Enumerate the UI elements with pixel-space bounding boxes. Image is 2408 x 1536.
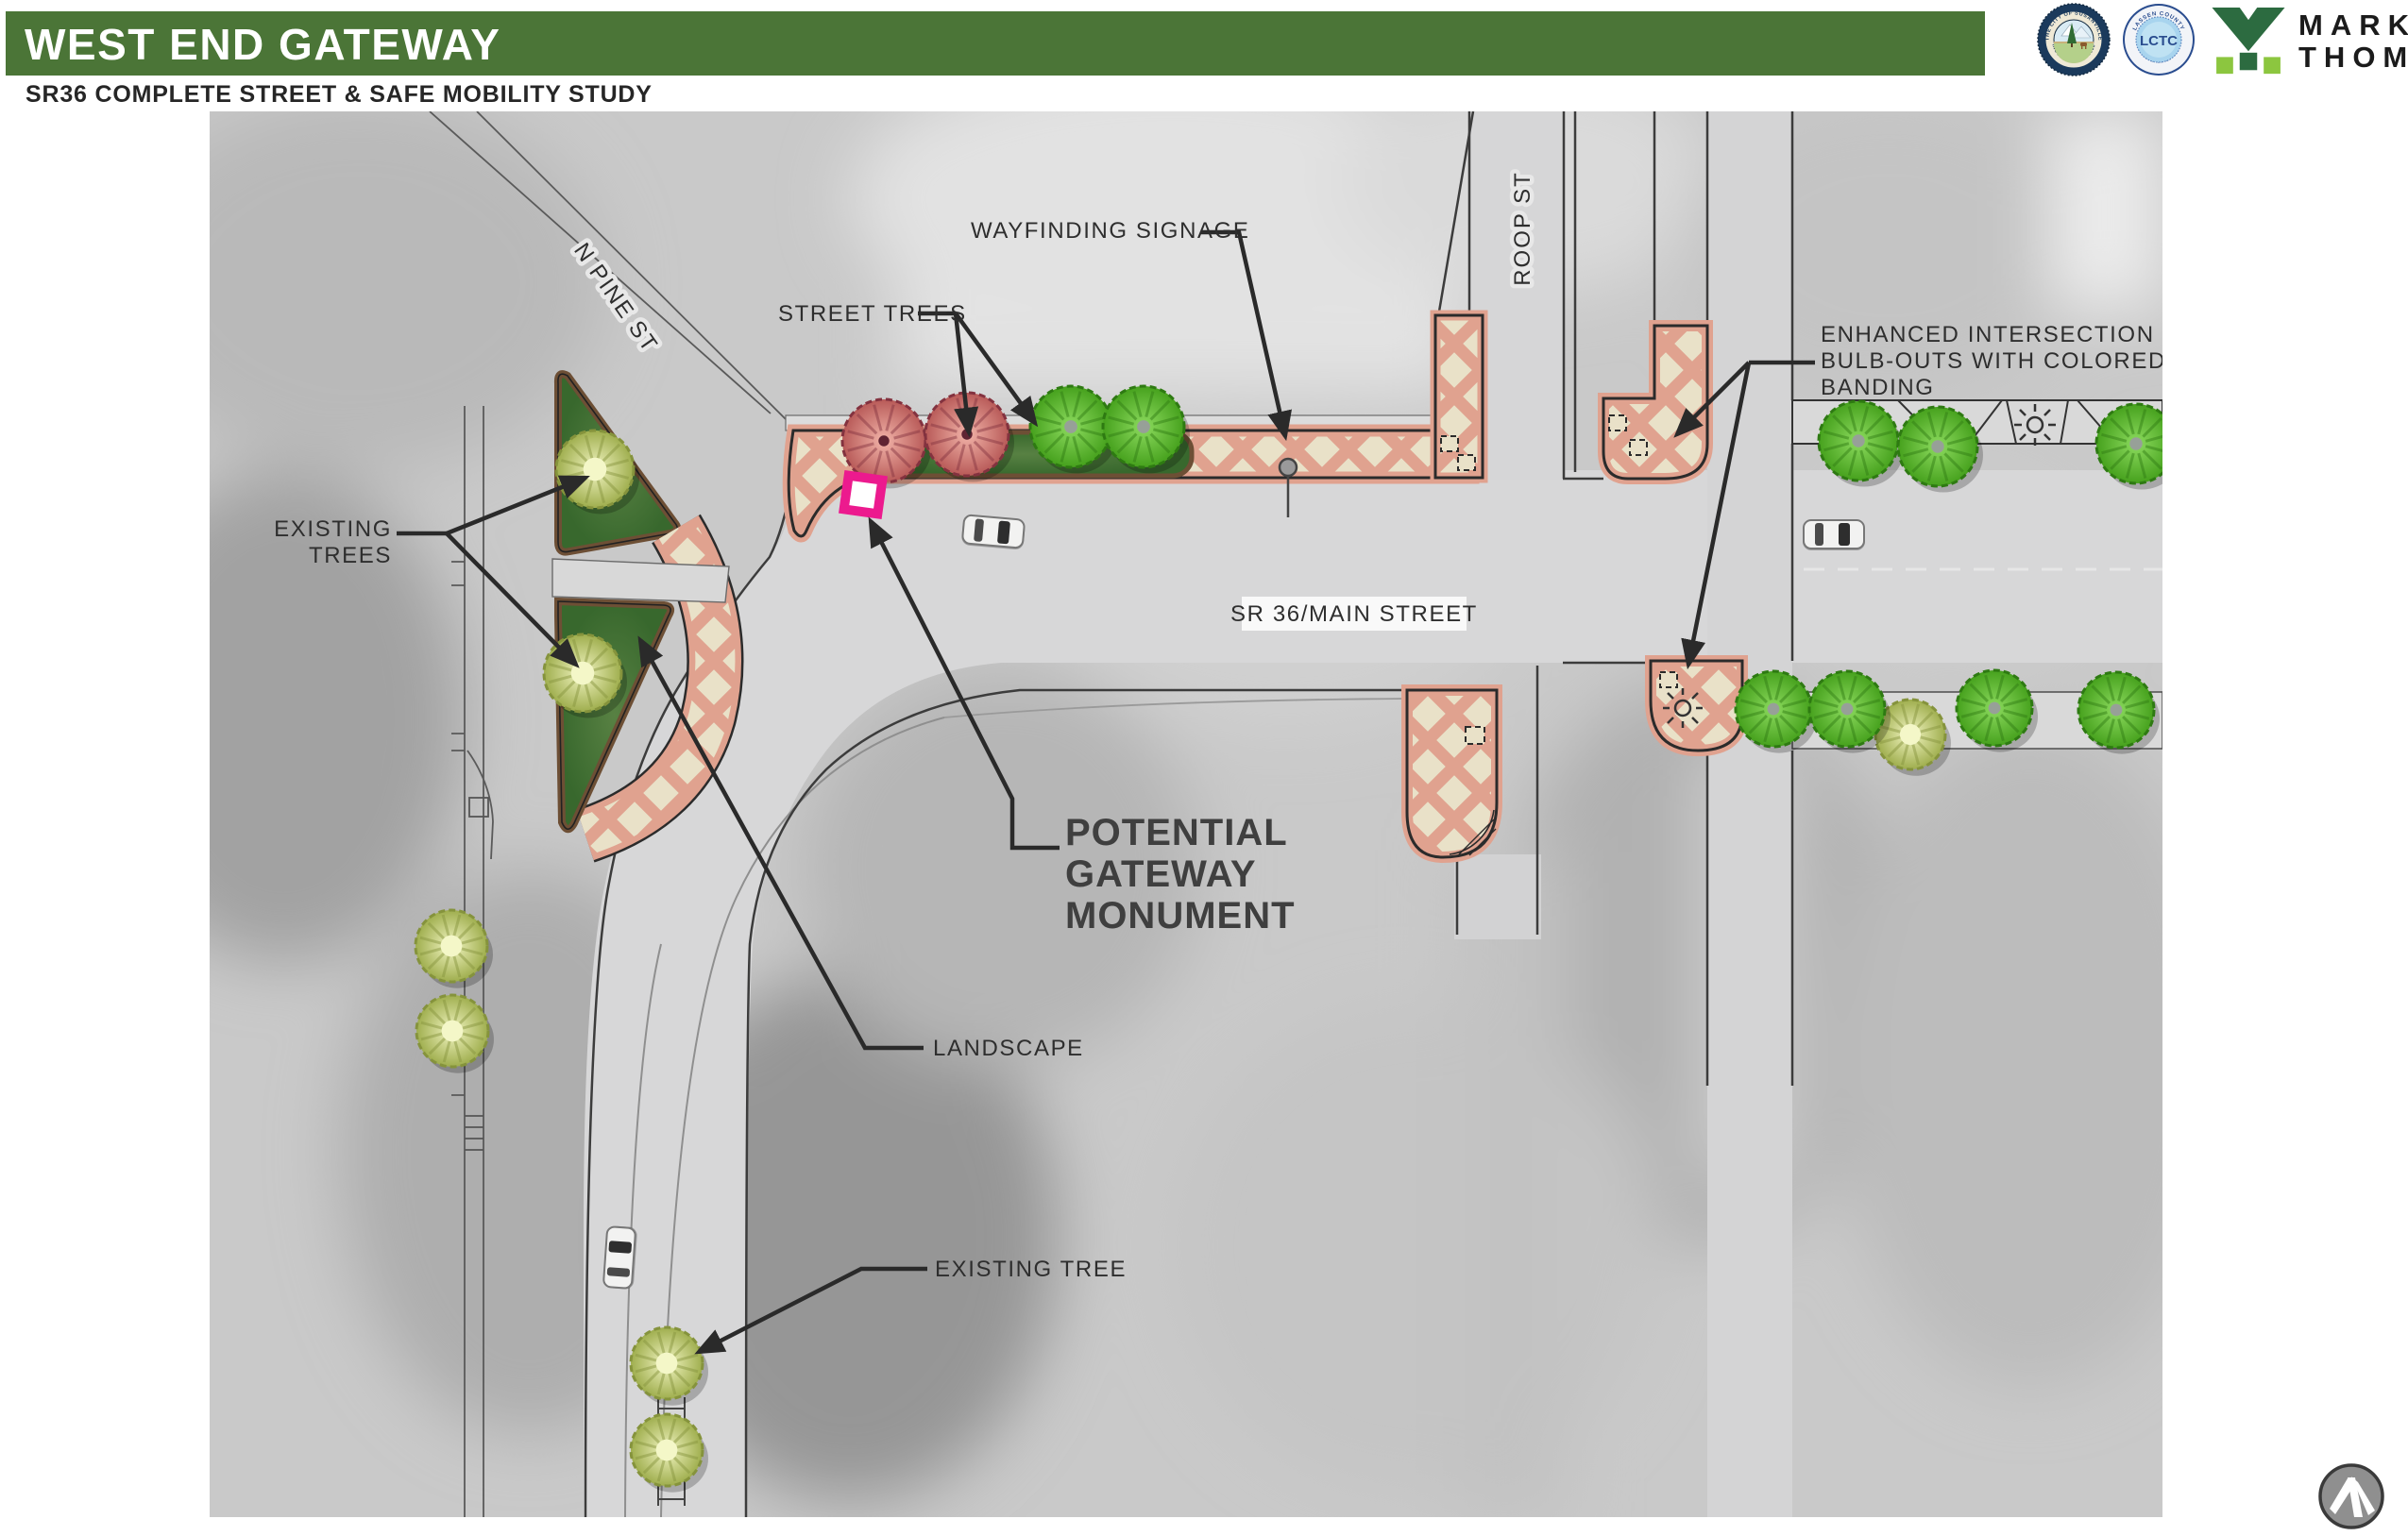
- green-tree: [1817, 399, 1904, 487]
- existing-tree-label: EXISTING TREE: [935, 1257, 1127, 1282]
- enhanced-label-line3: BANDING: [1821, 375, 1935, 400]
- green-tree: [2094, 402, 2162, 490]
- car: [1803, 519, 1865, 550]
- page-title: WEST END GATEWAY: [25, 20, 501, 69]
- main-street-road: [584, 470, 2162, 1517]
- mark-thomas-line2: THOMAS: [2298, 41, 2408, 74]
- streetlight-icon: [2014, 404, 2056, 446]
- wayfinding-label: WAYFINDING SIGNAGE: [971, 218, 1249, 244]
- trees-layer: [414, 384, 2162, 1493]
- monument-label-line3: MONUMENT: [1065, 895, 1296, 937]
- car: [961, 514, 1026, 550]
- existing-trees-label-line2: TREES: [309, 543, 392, 568]
- landscape-label: LANDSCAPE: [933, 1036, 1084, 1061]
- existing-trees-label-line1: EXISTING: [274, 516, 392, 542]
- green-tree: [1101, 384, 1190, 474]
- street-trees-label: STREET TREES: [778, 301, 967, 327]
- enhanced-sw-bulb-out: [1645, 655, 1748, 757]
- wayfinding-signage-marker: [1278, 457, 1298, 517]
- cross-street-road: [1707, 111, 1792, 1517]
- green-tree: [1734, 669, 1817, 753]
- gateway-monument-marker: [839, 470, 888, 519]
- olive-tree: [1874, 698, 1951, 776]
- lctc-center-text: LCTC: [2140, 33, 2178, 49]
- roop-st-label: ROOP ST: [1510, 171, 1535, 286]
- green-tree: [1807, 669, 1891, 753]
- olive-tree: [415, 993, 494, 1073]
- mark-thomas-line1: MARK: [2298, 8, 2408, 42]
- olive-tree: [629, 1325, 708, 1406]
- green-tree: [1896, 405, 1983, 493]
- car: [602, 1225, 637, 1290]
- roop-ne-bulb-out: [1430, 310, 1488, 483]
- susanville-seal-icon: THE CITY OF SUSANVILLE INCORPORATED 1900: [2037, 3, 2111, 76]
- site-plan-map: WAYFINDING SIGNAGE STREET TREES EXISTING…: [210, 111, 2162, 1517]
- olive-tree: [629, 1412, 708, 1493]
- olive-tree: [414, 908, 493, 988]
- north-arrow-icon: [2318, 1463, 2384, 1529]
- mark-thomas-logo-icon: [2212, 8, 2285, 75]
- streetlight-icon: [1663, 688, 1703, 728]
- monument-label-line1: POTENTIAL: [1065, 812, 1288, 853]
- lctc-seal-icon: LASSEN COUNTY TRANSPORTATION COMMISSION …: [2121, 2, 2195, 76]
- green-tree: [1955, 668, 2038, 752]
- cars-layer: [602, 514, 1865, 1290]
- enhanced-label-line1: ENHANCED INTERSECTION: [1821, 322, 2155, 347]
- mark-thomas-wordmark: MARK THOMAS: [2298, 9, 2408, 74]
- island-cut-through: [551, 558, 730, 603]
- sr36-main-street-label: SR 36/MAIN STREET: [1230, 601, 1478, 627]
- header-bar: [6, 11, 1985, 76]
- leader-lines: [397, 229, 1815, 1355]
- enhanced-nw-bulb-out: [1598, 320, 1713, 484]
- green-tree: [2077, 670, 2160, 754]
- monument-label-line2: GATEWAY: [1065, 853, 1257, 895]
- roop-sw-bulb-out: [1401, 684, 1502, 864]
- enhanced-label-line2: BULB-OUTS WITH COLORED: [1821, 348, 2162, 374]
- page-subtitle: SR36 COMPLETE STREET & SAFE MOBILITY STU…: [25, 81, 653, 108]
